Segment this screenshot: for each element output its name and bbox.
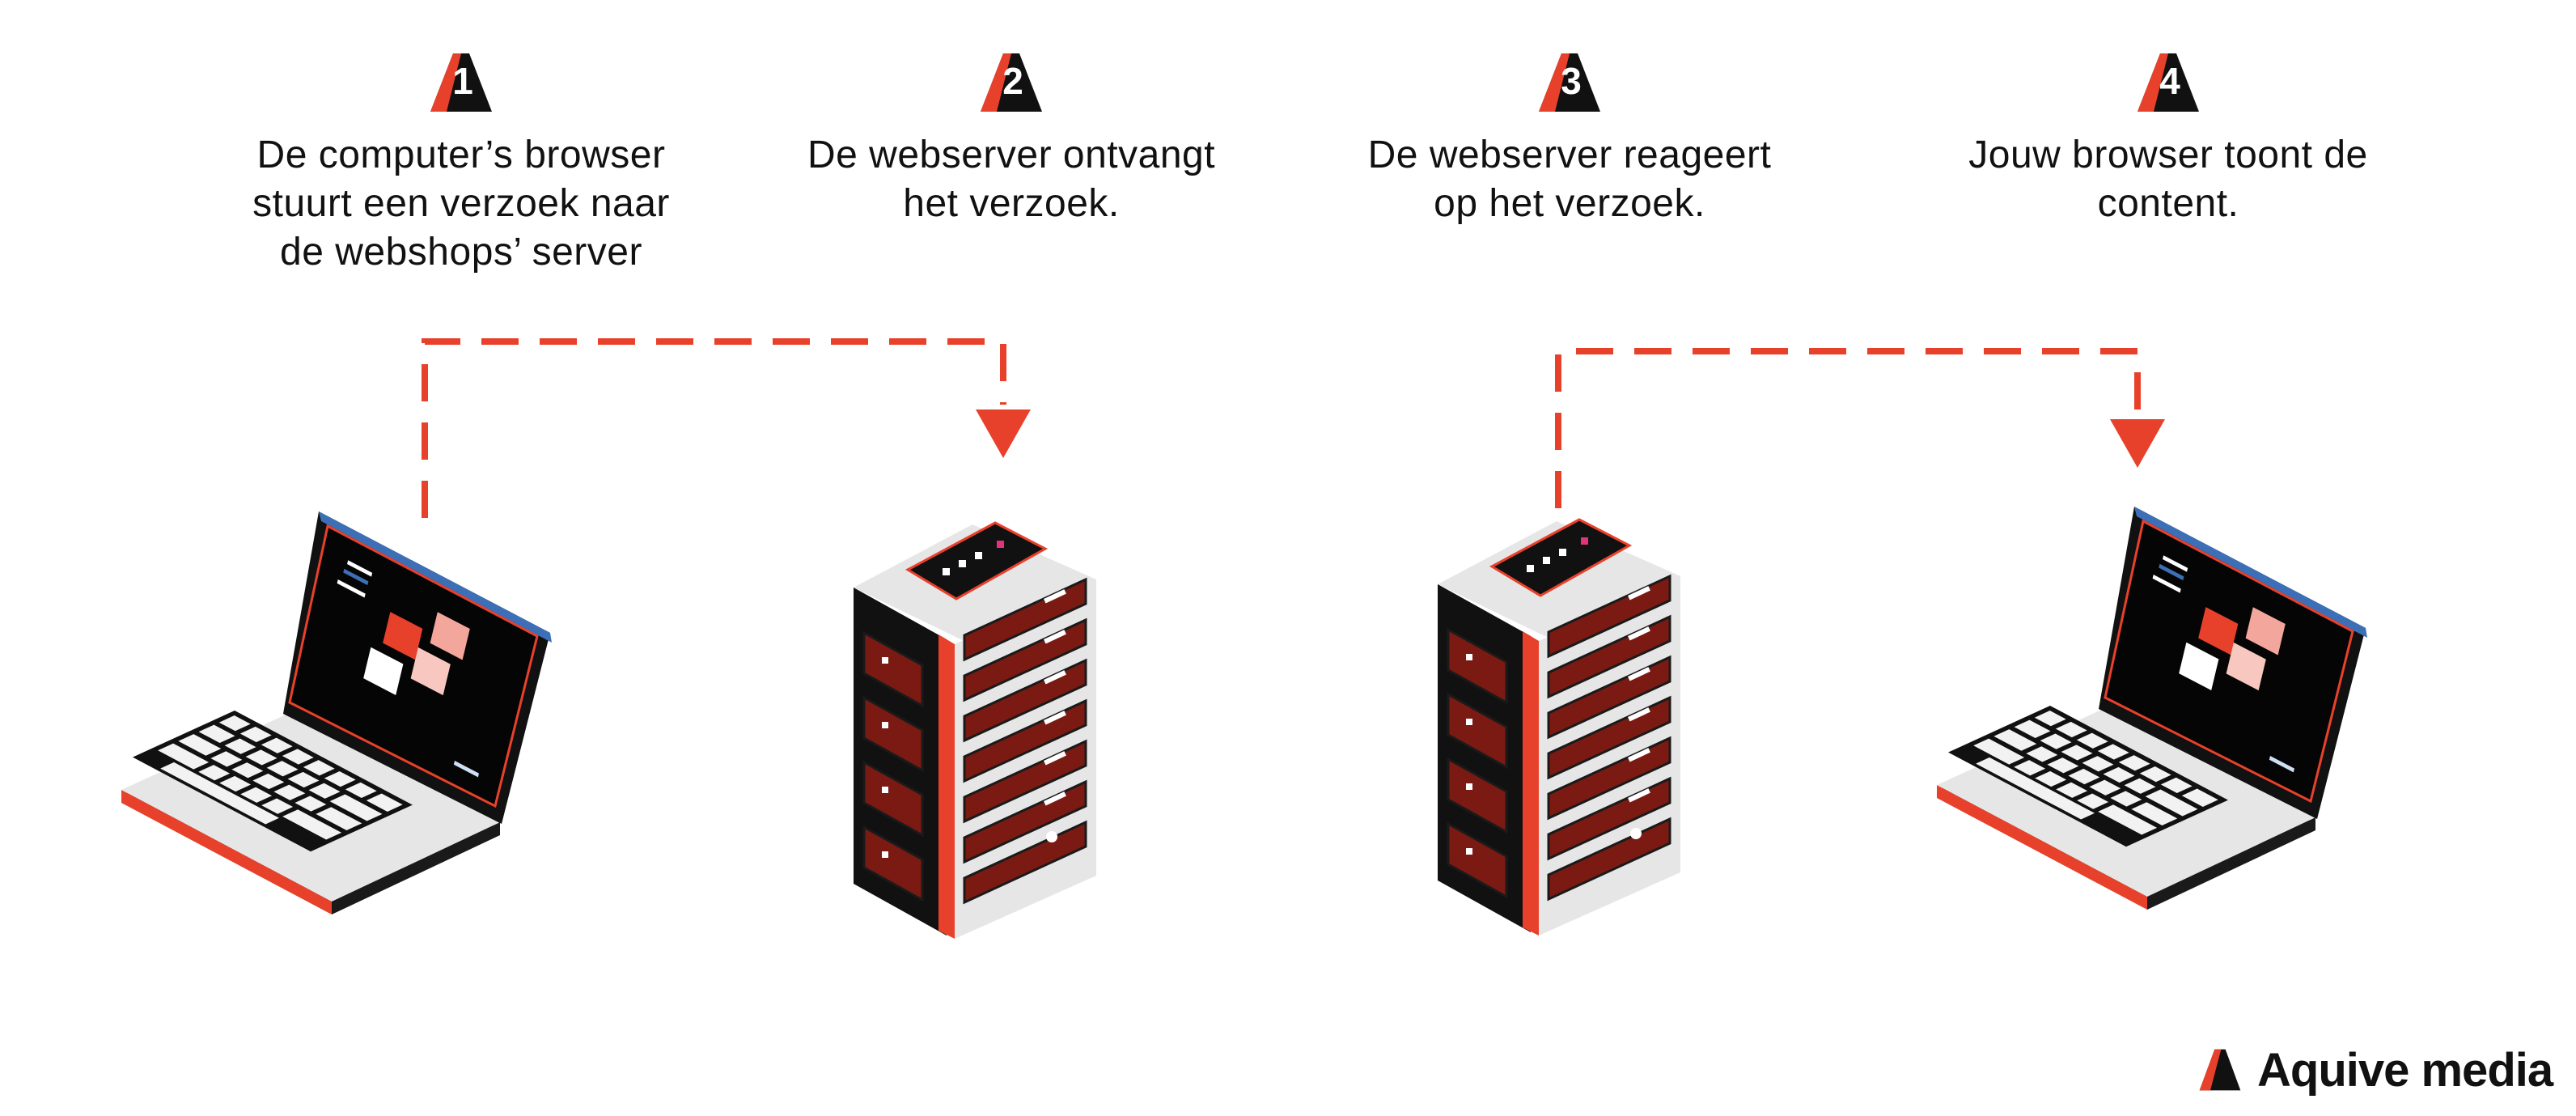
step-1-text: De computer’s browser stuurt een verzoek…: [252, 134, 670, 274]
server-rack-icon-receive: [852, 521, 1098, 940]
step-2-number: 2: [1002, 60, 1023, 102]
server-rack-icon-respond: [1436, 518, 1682, 937]
step-1-badge-icon: 1: [430, 53, 492, 112]
step-3-number: 3: [1561, 60, 1582, 102]
request-arrow-line: [422, 338, 1006, 518]
request-arrowhead-icon: [976, 409, 1031, 458]
step-3-text: De webserver reageert op het verzoek.: [1367, 134, 1772, 225]
step-4-number: 4: [2159, 60, 2180, 102]
step-3: 3 De webserver reageert op het verzoek.: [1294, 49, 1845, 228]
step-2-text: De webserver ontvangt het verzoek.: [807, 134, 1216, 225]
step-1-number: 1: [452, 60, 473, 102]
step-3-badge-icon: 3: [1539, 53, 1600, 112]
brand: Aquive media: [2197, 1043, 2553, 1097]
step-2: 2 De webserver ontvangt het verzoek.: [736, 49, 1286, 228]
response-arrow-line: [1555, 348, 2141, 508]
step-4: 4 Jouw browser toont de content.: [1893, 49, 2443, 228]
brand-name: Aquive media: [2257, 1043, 2553, 1097]
step-4-text: Jouw browser toont de content.: [1968, 134, 2368, 225]
laptop-icon-client-display: [1935, 505, 2369, 911]
aquive-logo-icon: [2199, 1049, 2241, 1091]
step-4-badge-icon: 4: [2137, 53, 2199, 112]
step-2-badge-icon: 2: [981, 53, 1042, 112]
response-arrowhead-icon: [2110, 419, 2165, 468]
step-1: 1 De computer’s browser stuurt een verzo…: [186, 49, 736, 277]
laptop-icon-client-request: [120, 510, 553, 916]
